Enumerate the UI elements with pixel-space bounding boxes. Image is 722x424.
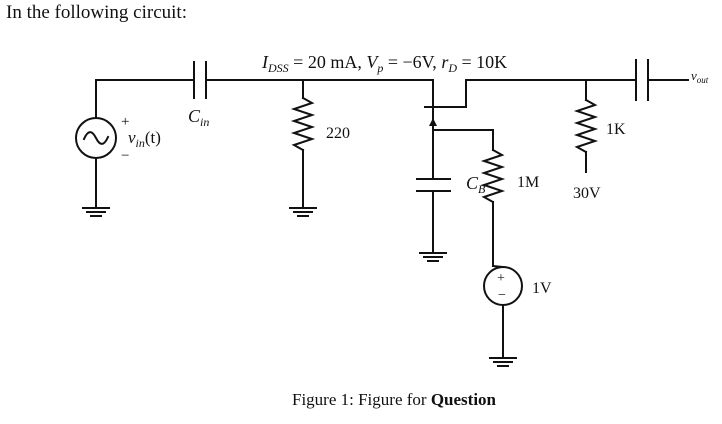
resistor-1m — [480, 129, 506, 267]
cb-symbol: C — [466, 173, 479, 193]
input-voltage-source — [75, 79, 117, 209]
cin-symbol: C — [188, 106, 201, 126]
idss-value: = 20 mA, — [289, 52, 367, 72]
vin-subscript: in — [136, 136, 145, 150]
r1k-label: 1K — [606, 121, 626, 138]
idss-subscript: DSS — [267, 61, 289, 75]
idss-symbol: I — [261, 52, 269, 72]
caption-bold: Question — [430, 390, 497, 409]
vin-minus: − — [121, 148, 129, 164]
vin-label: vin(t) — [128, 128, 161, 150]
resistor-1k — [573, 79, 599, 173]
rd-subscript: D — [447, 61, 457, 75]
jfet-transistor — [424, 79, 467, 131]
vin-symbol: v — [128, 128, 136, 147]
figure-caption: Figure 1: Figure for Question — [292, 390, 496, 410]
cb-label: CB — [466, 173, 486, 196]
cin-subscript: in — [200, 115, 209, 129]
rd-symbol: r — [441, 52, 449, 72]
vp-value: = −6V, — [383, 52, 441, 72]
vp-subscript: p — [376, 61, 383, 75]
supply-30v-label: 30V — [573, 185, 601, 202]
bypass-capacitor — [416, 129, 451, 262]
cb-subscript: B — [478, 182, 486, 196]
caption-prefix: Figure 1: Figure for — [292, 390, 431, 409]
source-plus: + — [497, 271, 505, 286]
intro-text: In the following circuit: — [6, 2, 187, 23]
vin-plus: + — [121, 114, 129, 130]
rd-value: = 10K — [457, 52, 507, 72]
vin-time: (t) — [145, 128, 161, 147]
vout-subscript: out — [697, 75, 709, 85]
ground-symbol-source — [82, 207, 110, 217]
r1m-label: 1M — [517, 174, 539, 191]
resistor-220 — [289, 79, 317, 217]
output-capacitor — [635, 59, 689, 101]
dc-voltage-source-1v — [483, 264, 523, 367]
vout-label: vout — [691, 68, 709, 85]
r220-label: 220 — [326, 125, 350, 142]
cin-label: Cin — [188, 106, 209, 129]
vp-symbol: V — [366, 52, 379, 72]
source-minus: − — [498, 288, 506, 303]
jfet-parameters: IDSS = 20 mA, Vp = −6V, rD = 10K — [261, 52, 507, 75]
vout-symbol: v — [691, 68, 697, 83]
v1-label: 1V — [532, 280, 552, 297]
input-capacitor — [193, 61, 207, 99]
